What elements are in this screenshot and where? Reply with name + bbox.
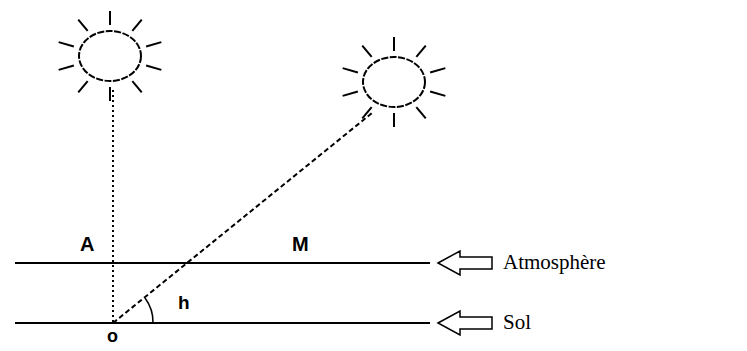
point-label: o [107, 326, 118, 347]
point-label: M [292, 233, 309, 256]
oblique-ray [113, 113, 372, 323]
angle-arc [145, 298, 153, 323]
ground-line [15, 322, 430, 324]
layer-label: Atmosphère [503, 250, 606, 274]
pointer-arrow [438, 311, 492, 335]
atmosphere-line [15, 262, 430, 264]
pointer-arrow [438, 251, 492, 275]
zenith-ray [112, 90, 114, 323]
point-label: A [80, 233, 94, 256]
sun-symbol [343, 37, 446, 127]
angle-label: h [178, 292, 190, 314]
layer-label: Sol [503, 310, 531, 334]
sun-symbol [59, 11, 162, 101]
